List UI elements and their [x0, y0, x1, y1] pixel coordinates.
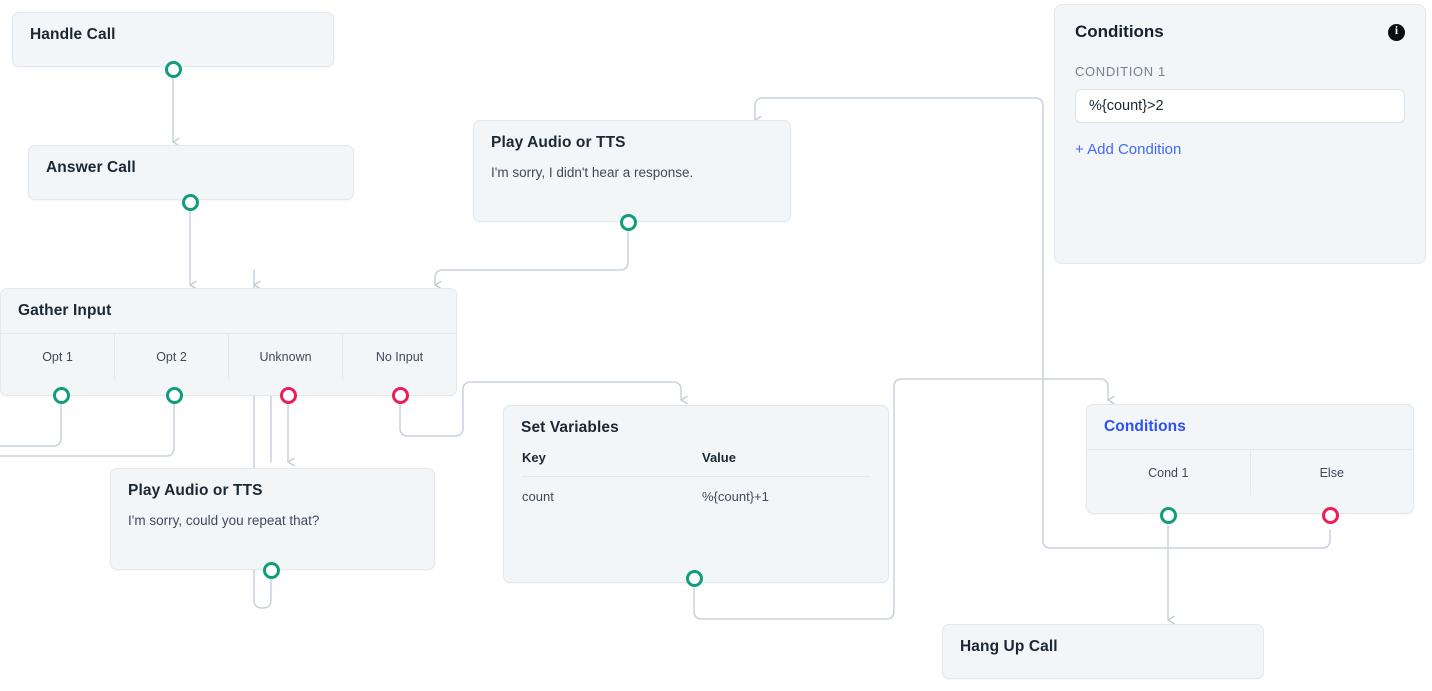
port-cond-1-out[interactable]: [1160, 507, 1177, 524]
info-icon[interactable]: i: [1388, 23, 1405, 41]
node-title: Play Audio or TTS: [128, 482, 263, 499]
table-divider: [522, 476, 870, 477]
port-label: Cond 1: [1148, 465, 1189, 480]
node-handle-call[interactable]: Handle Call: [12, 12, 334, 67]
panel-header: Conditions i: [1055, 5, 1425, 42]
node-port-row: Opt 1 Opt 2 Unknown No Input: [1, 333, 456, 379]
node-subtitle: I'm sorry, I didn't hear a response.: [491, 165, 694, 180]
port-no-input-out[interactable]: [392, 387, 409, 404]
port-label: Opt 1: [42, 349, 73, 364]
column-header-key: Key: [522, 450, 546, 465]
port-label: Opt 2: [156, 349, 187, 364]
node-title: Set Variables: [521, 419, 619, 436]
node-title: Handle Call: [30, 26, 116, 43]
node-title: Play Audio or TTS: [491, 134, 626, 151]
node-gather-input[interactable]: Gather Input Opt 1 Opt 2 Unknown No Inpu…: [0, 288, 457, 396]
node-title: Answer Call: [46, 159, 136, 176]
port-answer-call-out[interactable]: [182, 194, 199, 211]
cell-key: count: [522, 489, 554, 504]
port-else[interactable]: Else: [1249, 450, 1414, 495]
node-title: Gather Input: [18, 302, 112, 319]
node-title: Conditions: [1104, 418, 1186, 435]
conditions-panel: Conditions i CONDITION 1 %{count}>2 + Ad…: [1054, 4, 1426, 264]
node-subtitle: I'm sorry, could you repeat that?: [128, 513, 320, 528]
node-conditions[interactable]: Conditions Cond 1 Else: [1086, 404, 1414, 514]
port-opt-2[interactable]: Opt 2: [114, 334, 228, 379]
node-play-audio-no-response[interactable]: Play Audio or TTS I'm sorry, I didn't he…: [473, 120, 791, 222]
port-handle-call-out[interactable]: [165, 61, 182, 78]
port-play-audio-no-response-out[interactable]: [620, 214, 637, 231]
table-row[interactable]: count %{count}+1: [522, 477, 870, 504]
node-port-row: Cond 1 Else: [1087, 449, 1413, 495]
node-play-audio-repeat[interactable]: Play Audio or TTS I'm sorry, could you r…: [110, 468, 435, 570]
port-else-out[interactable]: [1322, 507, 1339, 524]
add-condition-button[interactable]: + Add Condition: [1075, 141, 1182, 158]
port-opt-2-out[interactable]: [166, 387, 183, 404]
port-opt-1[interactable]: Opt 1: [1, 334, 114, 379]
port-cond-1[interactable]: Cond 1: [1087, 450, 1250, 495]
port-label: No Input: [375, 349, 424, 364]
node-title: Hang Up Call: [960, 638, 1058, 655]
port-unknown-out[interactable]: [280, 387, 297, 404]
port-play-audio-repeat-out[interactable]: [263, 562, 280, 579]
port-label: Else: [1319, 465, 1344, 480]
column-header-value: Value: [702, 450, 736, 465]
panel-title: Conditions: [1075, 22, 1164, 41]
port-label: Unknown: [259, 349, 312, 364]
port-no-input[interactable]: No Input: [342, 334, 456, 379]
node-hang-up-call[interactable]: Hang Up Call: [942, 624, 1264, 679]
node-answer-call[interactable]: Answer Call: [28, 145, 354, 200]
table-header-row: Key Value: [522, 450, 870, 476]
condition-1-label: CONDITION 1: [1075, 64, 1166, 79]
condition-1-input[interactable]: %{count}>2: [1075, 89, 1405, 123]
port-opt-1-out[interactable]: [53, 387, 70, 404]
cell-value: %{count}+1: [702, 489, 769, 504]
node-set-variables[interactable]: Set Variables Key Value count %{count}+1: [503, 405, 889, 583]
port-set-variables-out[interactable]: [686, 570, 703, 587]
variables-table: Key Value count %{count}+1: [504, 450, 888, 510]
port-unknown[interactable]: Unknown: [228, 334, 342, 379]
